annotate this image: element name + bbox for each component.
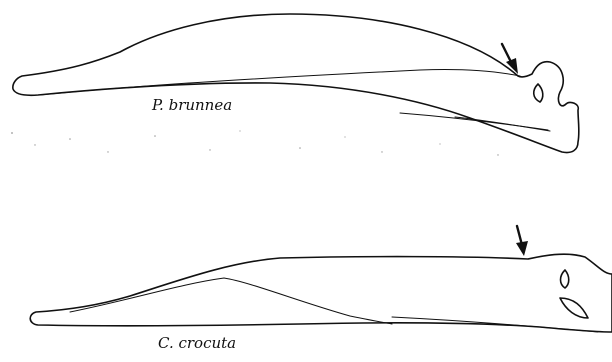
bone-outline-bottom [30,254,612,332]
bone-notch-top [534,84,543,102]
bone-inner-line-top [40,69,520,95]
bone-notch-bottom [561,270,569,288]
specimen-top: P. brunnea [13,14,579,153]
bone-inner-line-bottom [70,278,392,324]
specimen-bottom: C. crocuta [30,226,612,352]
bone-outline-top [13,14,579,153]
bone-condyle-bottom [560,298,588,318]
arrow-pointer-icon [516,226,528,256]
scan-specks [11,130,499,155]
specimen-label-bottom: C. crocuta [158,334,236,352]
specimen-label-top: P. brunnea [151,96,232,114]
